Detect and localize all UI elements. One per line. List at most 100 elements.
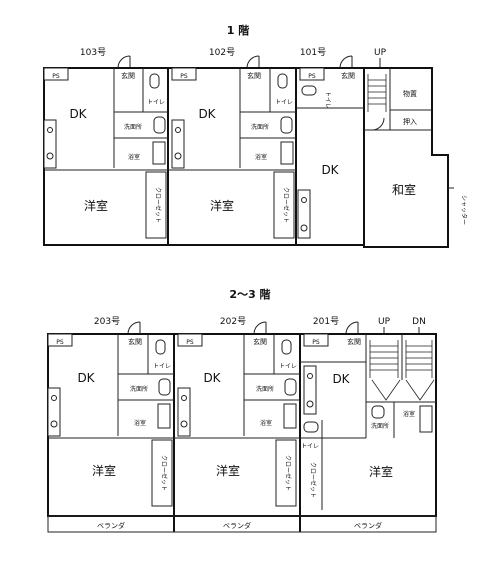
- unit-number-203: 203号: [94, 316, 120, 327]
- closet-label: クローゼット: [284, 455, 292, 491]
- storage-label: 物置: [403, 89, 417, 98]
- ps-label: PS: [52, 73, 60, 80]
- door-swing-101: [339, 55, 353, 69]
- ps-label: PS: [308, 73, 316, 80]
- stove: [301, 197, 307, 203]
- dk-label: DK: [77, 371, 95, 385]
- floor-23-title: 2～3 階: [229, 287, 270, 301]
- bathtub: [157, 403, 171, 429]
- sink-fixture: [158, 378, 171, 396]
- toilet-label: トイレ: [275, 99, 293, 106]
- western-room-label: 洋室: [84, 198, 108, 213]
- door-swing-202: [253, 321, 267, 335]
- unit-number-102: 102号: [209, 47, 235, 58]
- floor-2-3: 2～3 階 203号 202号 201号 UP DN ベランダ ベランダ ベラン…: [47, 287, 437, 533]
- unit-201: PS 玄関 DK トイレ クローゼット 洋室: [300, 333, 393, 510]
- unit-202: PS 玄関 トイレ DK 洗面所 浴室 洋室 クローゼット: [174, 333, 300, 507]
- stove: [47, 127, 53, 133]
- veranda-strip: [47, 515, 437, 533]
- stair-landing: [371, 379, 435, 401]
- bath-label: 浴室: [128, 153, 140, 161]
- closet-label: クローゼット: [309, 462, 317, 498]
- ps-label: PS: [180, 73, 188, 80]
- unit-number-202: 202号: [220, 316, 246, 327]
- toilet-label: トイレ: [324, 91, 331, 109]
- ps-box: [171, 67, 197, 81]
- closet-label: クローゼット: [282, 187, 290, 223]
- ps-label: PS: [56, 339, 64, 346]
- western-room-label: 洋室: [210, 198, 234, 213]
- sink-fixture: [153, 116, 166, 134]
- closet-box: [145, 171, 167, 239]
- washroom-label: 洗面所: [124, 123, 142, 131]
- stair-bath-area: 洗面所 浴室: [365, 334, 436, 438]
- kitchen-sink: [46, 152, 54, 160]
- ps-box: [47, 333, 73, 347]
- washroom-label: 洗面所: [371, 422, 389, 430]
- bathtub: [419, 405, 433, 433]
- washroom-label: 洗面所: [130, 385, 148, 393]
- kitchen-counter: [297, 189, 311, 239]
- entrance-label: 玄関: [247, 71, 261, 80]
- toilet-label: トイレ: [147, 99, 165, 106]
- closet-box: [151, 439, 173, 507]
- dk-label: DK: [203, 371, 221, 385]
- shutter-label: シャッター: [460, 195, 468, 225]
- unit-101: PS 玄関 トイレ DK: [296, 67, 364, 239]
- unit-203: PS 玄関 トイレ DK 洗面所 浴室 洋室 クローゼット: [47, 333, 174, 507]
- oshiire-label: 押入: [403, 117, 417, 126]
- toilet-fixture: [277, 73, 288, 89]
- door-swing-103: [117, 55, 131, 69]
- toilet-label: トイレ: [153, 363, 171, 370]
- ps-box: [177, 333, 203, 347]
- sink-fixture: [371, 405, 385, 419]
- unit-103: PS 玄関 トイレ DK 洗面所 浴室 3 洋室 クローゼット: [43, 67, 178, 239]
- bathtub: [280, 141, 294, 165]
- ps-box: [43, 67, 69, 81]
- kitchen-sink: [174, 152, 182, 160]
- unit-number-103: 103号: [80, 47, 106, 58]
- western-room-label: 洋室: [216, 463, 240, 478]
- bath-label: 浴室: [255, 153, 267, 161]
- door-swing-203: [127, 321, 141, 335]
- closet-box: [275, 439, 297, 507]
- toilet-fixture: [155, 339, 166, 355]
- entrance-label: 玄関: [341, 71, 355, 80]
- floor-1: 1 階 103号 102号 101号 UP PS 玄関 トイレ: [43, 23, 468, 248]
- dk-label: DK: [69, 107, 87, 121]
- entrance-label: 玄関: [253, 337, 267, 346]
- ps-label: PS: [312, 339, 320, 346]
- veranda-label-203: ベランダ: [97, 521, 125, 530]
- kitchen-sink: [50, 420, 58, 428]
- toilet-fixture: [149, 73, 160, 89]
- dk-label: DK: [332, 372, 350, 386]
- bathtub: [152, 141, 166, 165]
- stove: [175, 127, 181, 133]
- bathtub: [283, 403, 297, 429]
- western-room-label: 洋室: [92, 463, 116, 478]
- dk-label: DK: [198, 107, 216, 121]
- washroom-label: 洗面所: [251, 123, 269, 131]
- unit-102: PS 玄関 トイレ DK 洗面所 浴室 洋室 クローゼット: [168, 67, 296, 239]
- entrance-label: 玄関: [128, 337, 142, 346]
- stove: [307, 373, 313, 379]
- sink-fixture: [280, 116, 293, 134]
- toilet-label: トイレ: [279, 363, 297, 370]
- washitsu-label: 和室: [392, 182, 416, 197]
- sink-fixture: [284, 378, 297, 396]
- entrance-label: 玄関: [121, 71, 135, 80]
- closet-box: [273, 171, 295, 239]
- unit-number-101: 101号: [300, 47, 326, 58]
- kitchen-sink: [180, 420, 188, 428]
- toilet-label: トイレ: [301, 443, 319, 450]
- toilet-fixture: [301, 85, 317, 96]
- ps-label: PS: [186, 339, 194, 346]
- veranda-label-202: ベランダ: [223, 521, 251, 530]
- bath-label: 浴室: [134, 419, 146, 427]
- veranda-label-201: ベランダ: [354, 521, 382, 530]
- stair-up-label: UP: [374, 48, 387, 58]
- unit-number-201: 201号: [313, 316, 339, 327]
- closet-label: クローゼット: [160, 455, 168, 491]
- ps-box: [303, 333, 329, 347]
- floor-1-outline: [43, 67, 449, 248]
